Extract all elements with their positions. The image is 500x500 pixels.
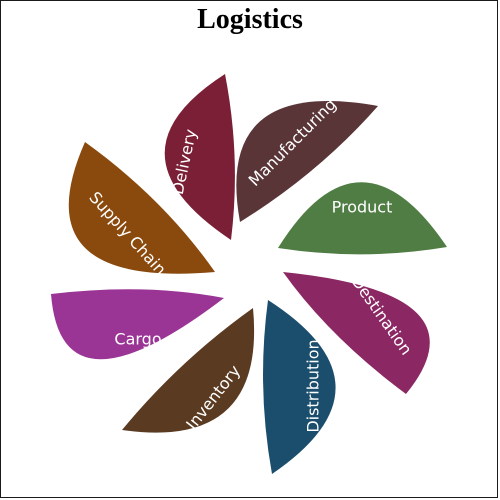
label-cargo: Cargo	[114, 330, 161, 349]
petal-distribution	[263, 300, 336, 474]
petal-inventory	[122, 308, 255, 433]
petal-destination	[283, 272, 430, 394]
petal-cargo	[51, 289, 224, 360]
label-distribution: Distribution	[304, 339, 323, 432]
petal-supply-chain	[68, 142, 215, 274]
petal-manufacturing	[236, 101, 378, 222]
label-product: Product	[332, 198, 393, 217]
diagram-title: Logistics	[197, 4, 303, 35]
petal-product	[278, 182, 447, 255]
petal-delivery	[164, 74, 235, 240]
